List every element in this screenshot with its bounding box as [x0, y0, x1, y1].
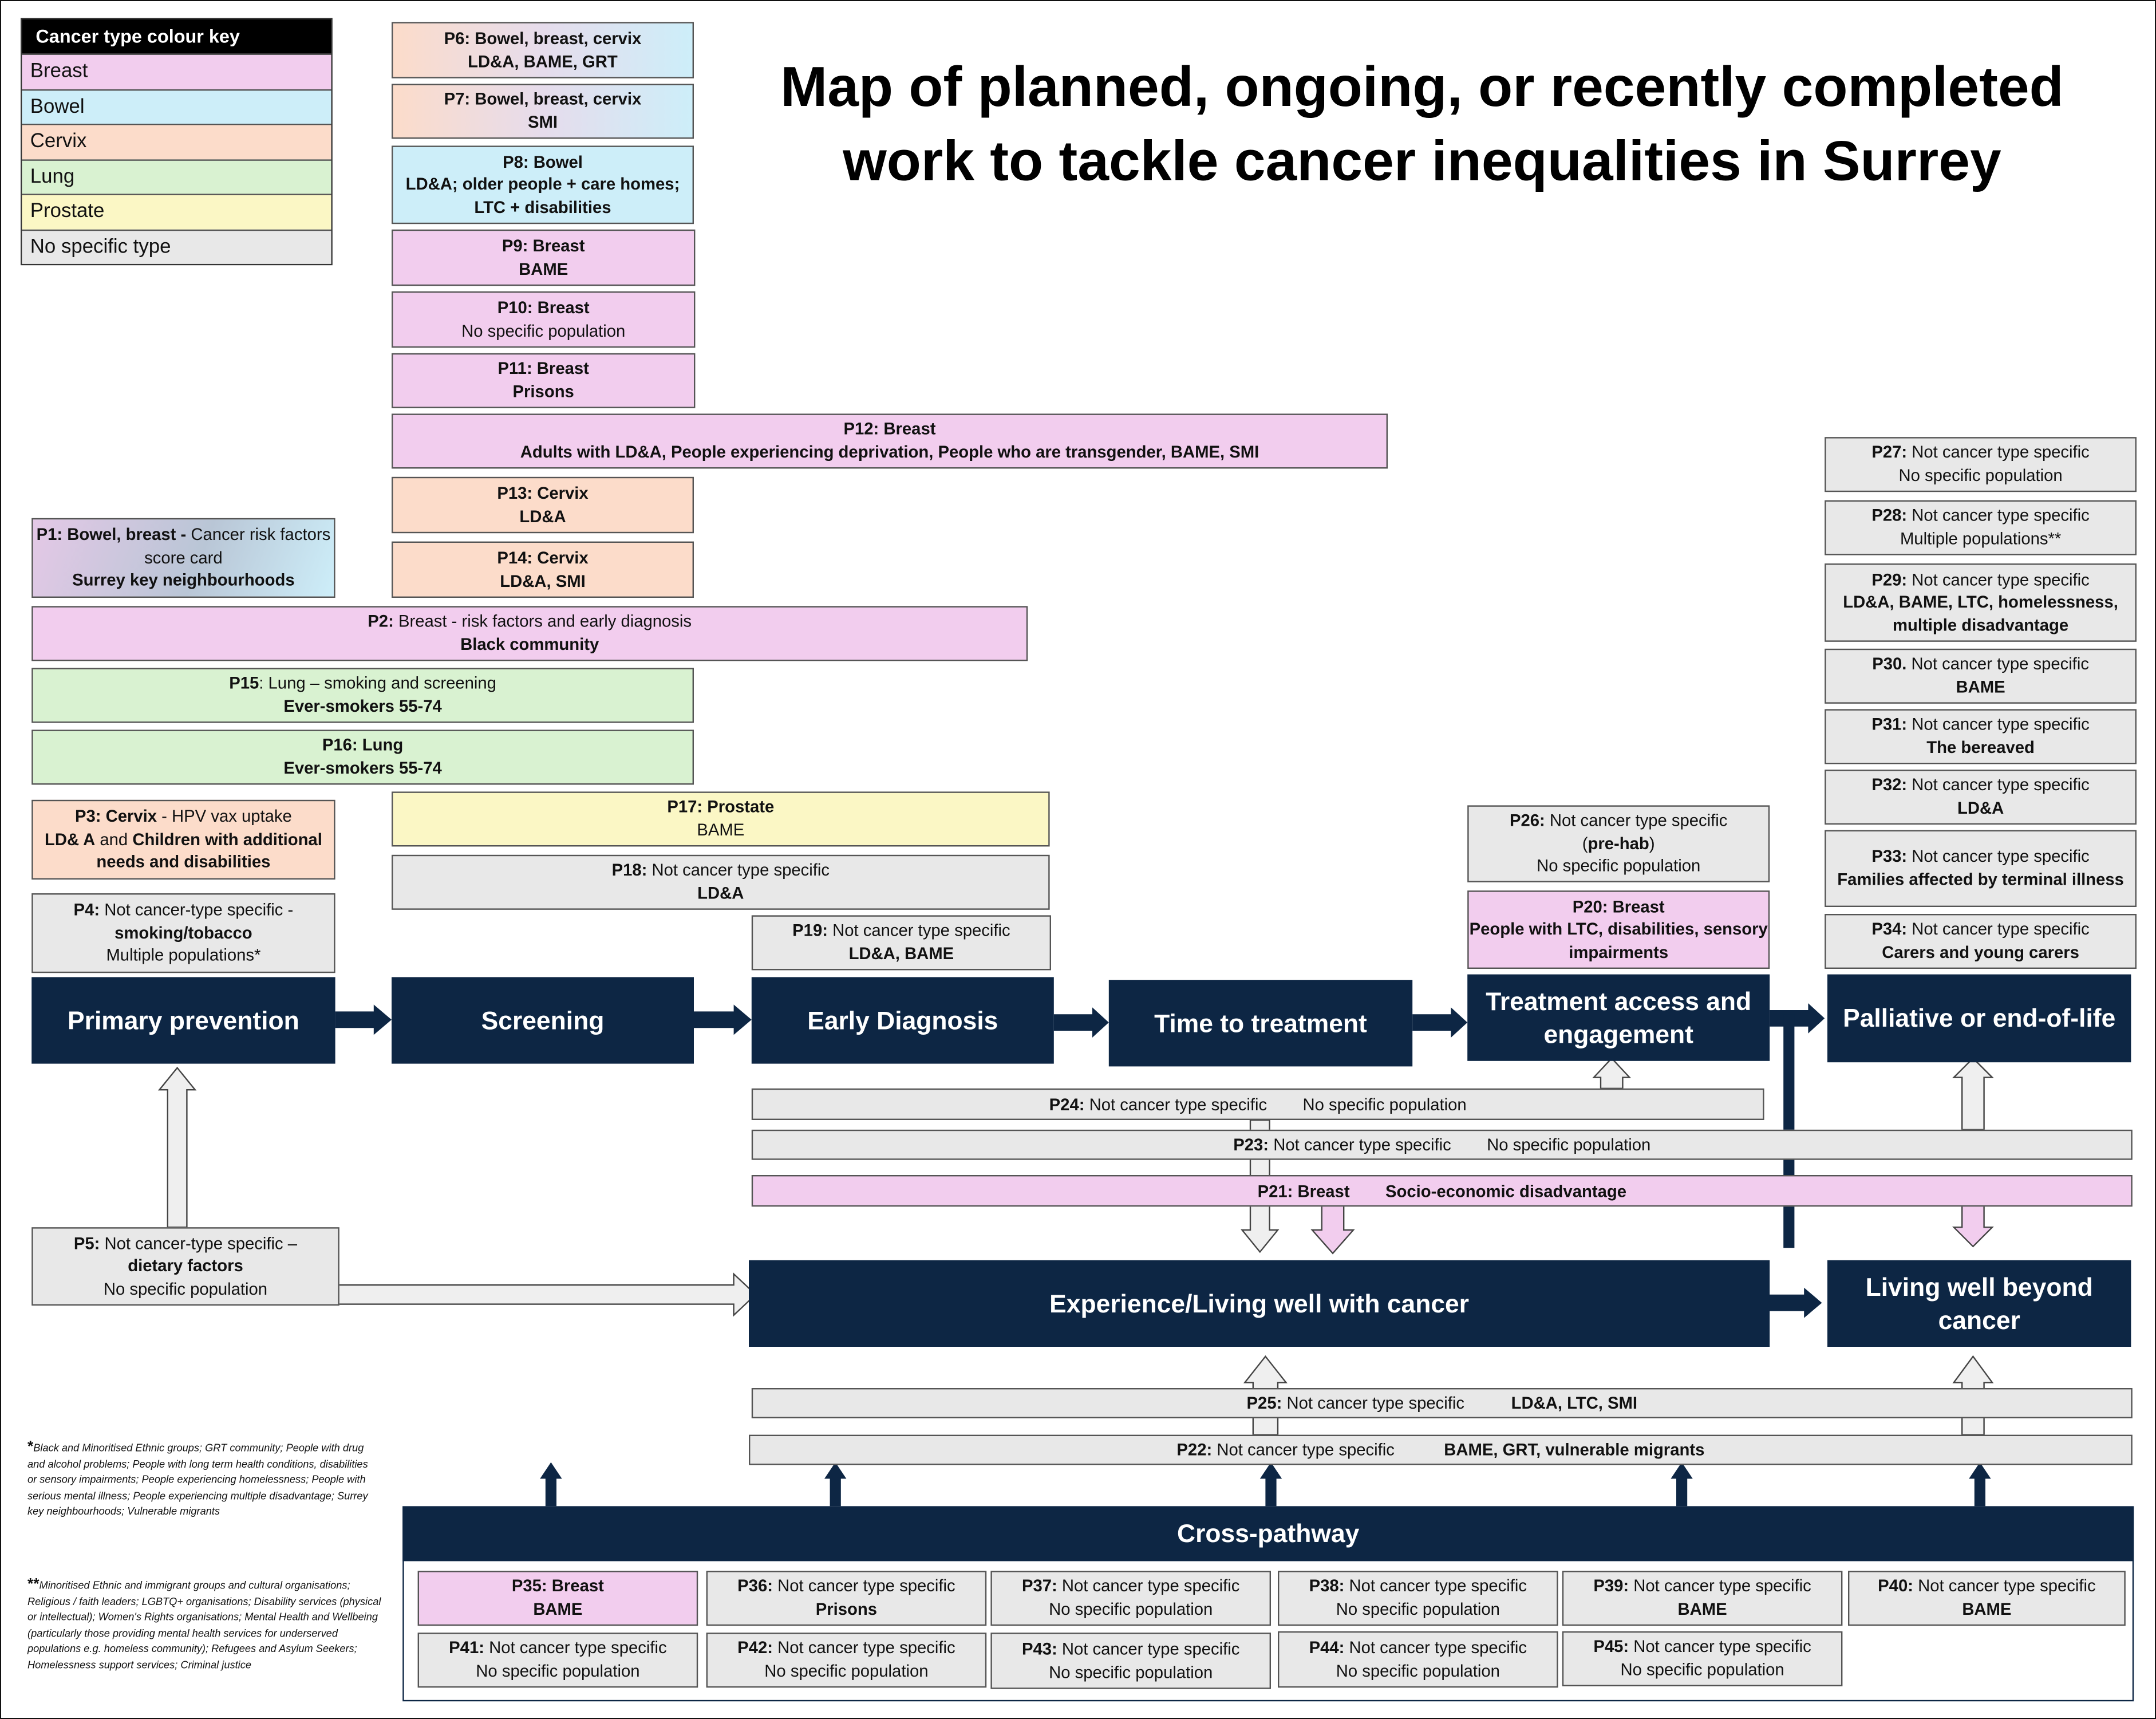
stage-treatment-access[interactable]: Treatment access and engagement [1467, 974, 1770, 1061]
stage-experience-living-well[interactable]: Experience/Living well with cancer [749, 1260, 1770, 1347]
arrow-p5-up-to-primary [157, 1066, 197, 1228]
legend-item-bowel: Bowel [22, 88, 331, 124]
arrow-experience-to-beyond [1768, 1287, 1822, 1318]
stage-living-well-beyond[interactable]: Living well beyond cancer [1827, 1260, 2131, 1347]
arrow-cross-up-5 [1969, 1462, 1991, 1507]
arrow-p21-down-beyond [1952, 1203, 1994, 1248]
footnote-multiple-populations-organisations: **Minoritised Ethnic and immigrant group… [27, 1576, 381, 1671]
arrow-treatment-to-palliative [1770, 1003, 1825, 1034]
project-p19[interactable]: P19: Not cancer type specific LD&A, BAME [751, 915, 1052, 971]
project-p4[interactable]: P4: Not cancer-type specific - smoking/t… [31, 893, 335, 973]
project-p26[interactable]: P26: Not cancer type specific (pre-hab) … [1467, 805, 1770, 882]
legend-heading: Cancer type colour key [22, 19, 331, 54]
stage-cross-pathway[interactable]: Cross-pathway [402, 1506, 2134, 1562]
arrow-cross-up-2 [824, 1462, 847, 1507]
project-p3[interactable]: P3: Cervix - HPV vax uptake LD& A and Ch… [31, 799, 335, 880]
stage-early-diagnosis[interactable]: Early Diagnosis [751, 977, 1054, 1064]
project-p2[interactable]: P2: Breast - risk factors and early diag… [31, 606, 1028, 661]
legend-item-no-specific-type: No specific type [22, 228, 331, 264]
arrow-screening-to-early [694, 1004, 752, 1035]
stage-time-to-treatment[interactable]: Time to treatment [1108, 980, 1413, 1067]
arrow-cross-up-3 [1259, 1462, 1282, 1507]
arrow-up-p23-palliative [1952, 1057, 1994, 1131]
legend-item-breast: Breast [22, 53, 331, 89]
arrow-up-p24-treatment [1592, 1057, 1632, 1090]
project-p15[interactable]: P15: Lung – smoking and screening Ever-s… [31, 668, 694, 723]
arrow-cross-up-1 [540, 1462, 562, 1507]
colour-key-legend: Cancer type colour key Breast Bowel Cerv… [21, 18, 333, 266]
arrow-early-to-time [1053, 1007, 1109, 1038]
legend-item-cervix: Cervix [22, 124, 331, 159]
legend-item-prostate: Prostate [22, 194, 331, 229]
arrow-p21-down-experience [1310, 1203, 1355, 1255]
stage-palliative[interactable]: Palliative or end-of-life [1827, 974, 2131, 1063]
stage-screening[interactable]: Screening [392, 977, 694, 1064]
arrow-cross-up-4 [1671, 1462, 1693, 1507]
arrow-time-to-treatment [1412, 1007, 1468, 1038]
project-p5[interactable]: P5: Not cancer-type specific – dietary f… [31, 1227, 339, 1306]
stage-primary-prevention[interactable]: Primary prevention [31, 977, 335, 1064]
project-p1[interactable]: P1: Bowel, breast - Cancer risk factors … [31, 518, 335, 598]
legend-item-lung: Lung [22, 159, 331, 194]
project-p18[interactable]: P18: Not cancer type specific LD&A [392, 854, 1050, 910]
arrow-primary-to-screening [335, 1004, 392, 1035]
footnote-multiple-populations: *Black and Minoritised Ethnic groups; GR… [27, 1438, 368, 1518]
page-title: Map of planned, ongoing, or recently com… [780, 55, 2064, 192]
